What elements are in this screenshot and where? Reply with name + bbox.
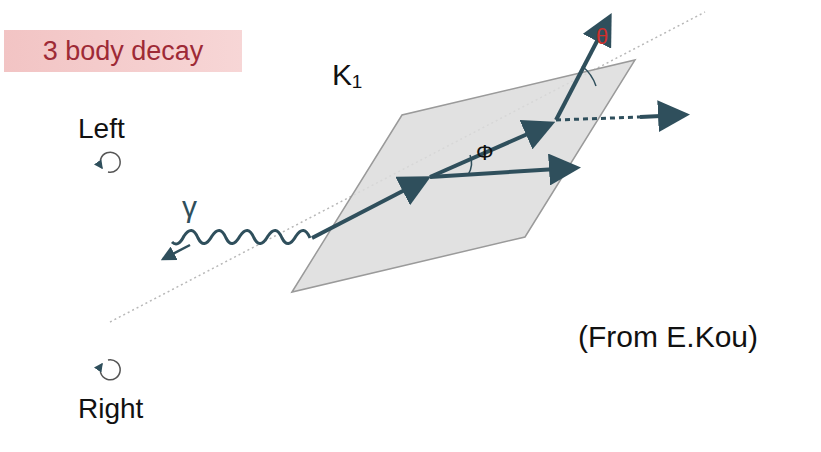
particle-label: K₁ (332, 60, 362, 90)
particle-label: γ (182, 192, 197, 222)
photon-wave (172, 230, 310, 244)
angle-arc (582, 66, 596, 86)
angle-label: Φ (476, 142, 494, 164)
helicity-circle (100, 152, 120, 172)
photon-arrow (163, 245, 190, 259)
decay-plane (292, 60, 635, 292)
title-band: 3 body decay (4, 30, 242, 72)
dashed-line (556, 117, 640, 120)
band-text: 3 body decay (43, 38, 204, 65)
daughter-arrow (430, 125, 548, 177)
direction-label: Left (78, 115, 125, 143)
daughter-arrow (556, 20, 608, 120)
direction-label: Right (78, 395, 143, 423)
angle-arc (468, 155, 472, 175)
daughter-arrow (640, 115, 682, 117)
kaon-arrow (312, 180, 424, 238)
angle-label: θ (596, 26, 608, 48)
helicity-circle (100, 360, 120, 380)
source-note: (From E.Kou) (578, 322, 758, 352)
